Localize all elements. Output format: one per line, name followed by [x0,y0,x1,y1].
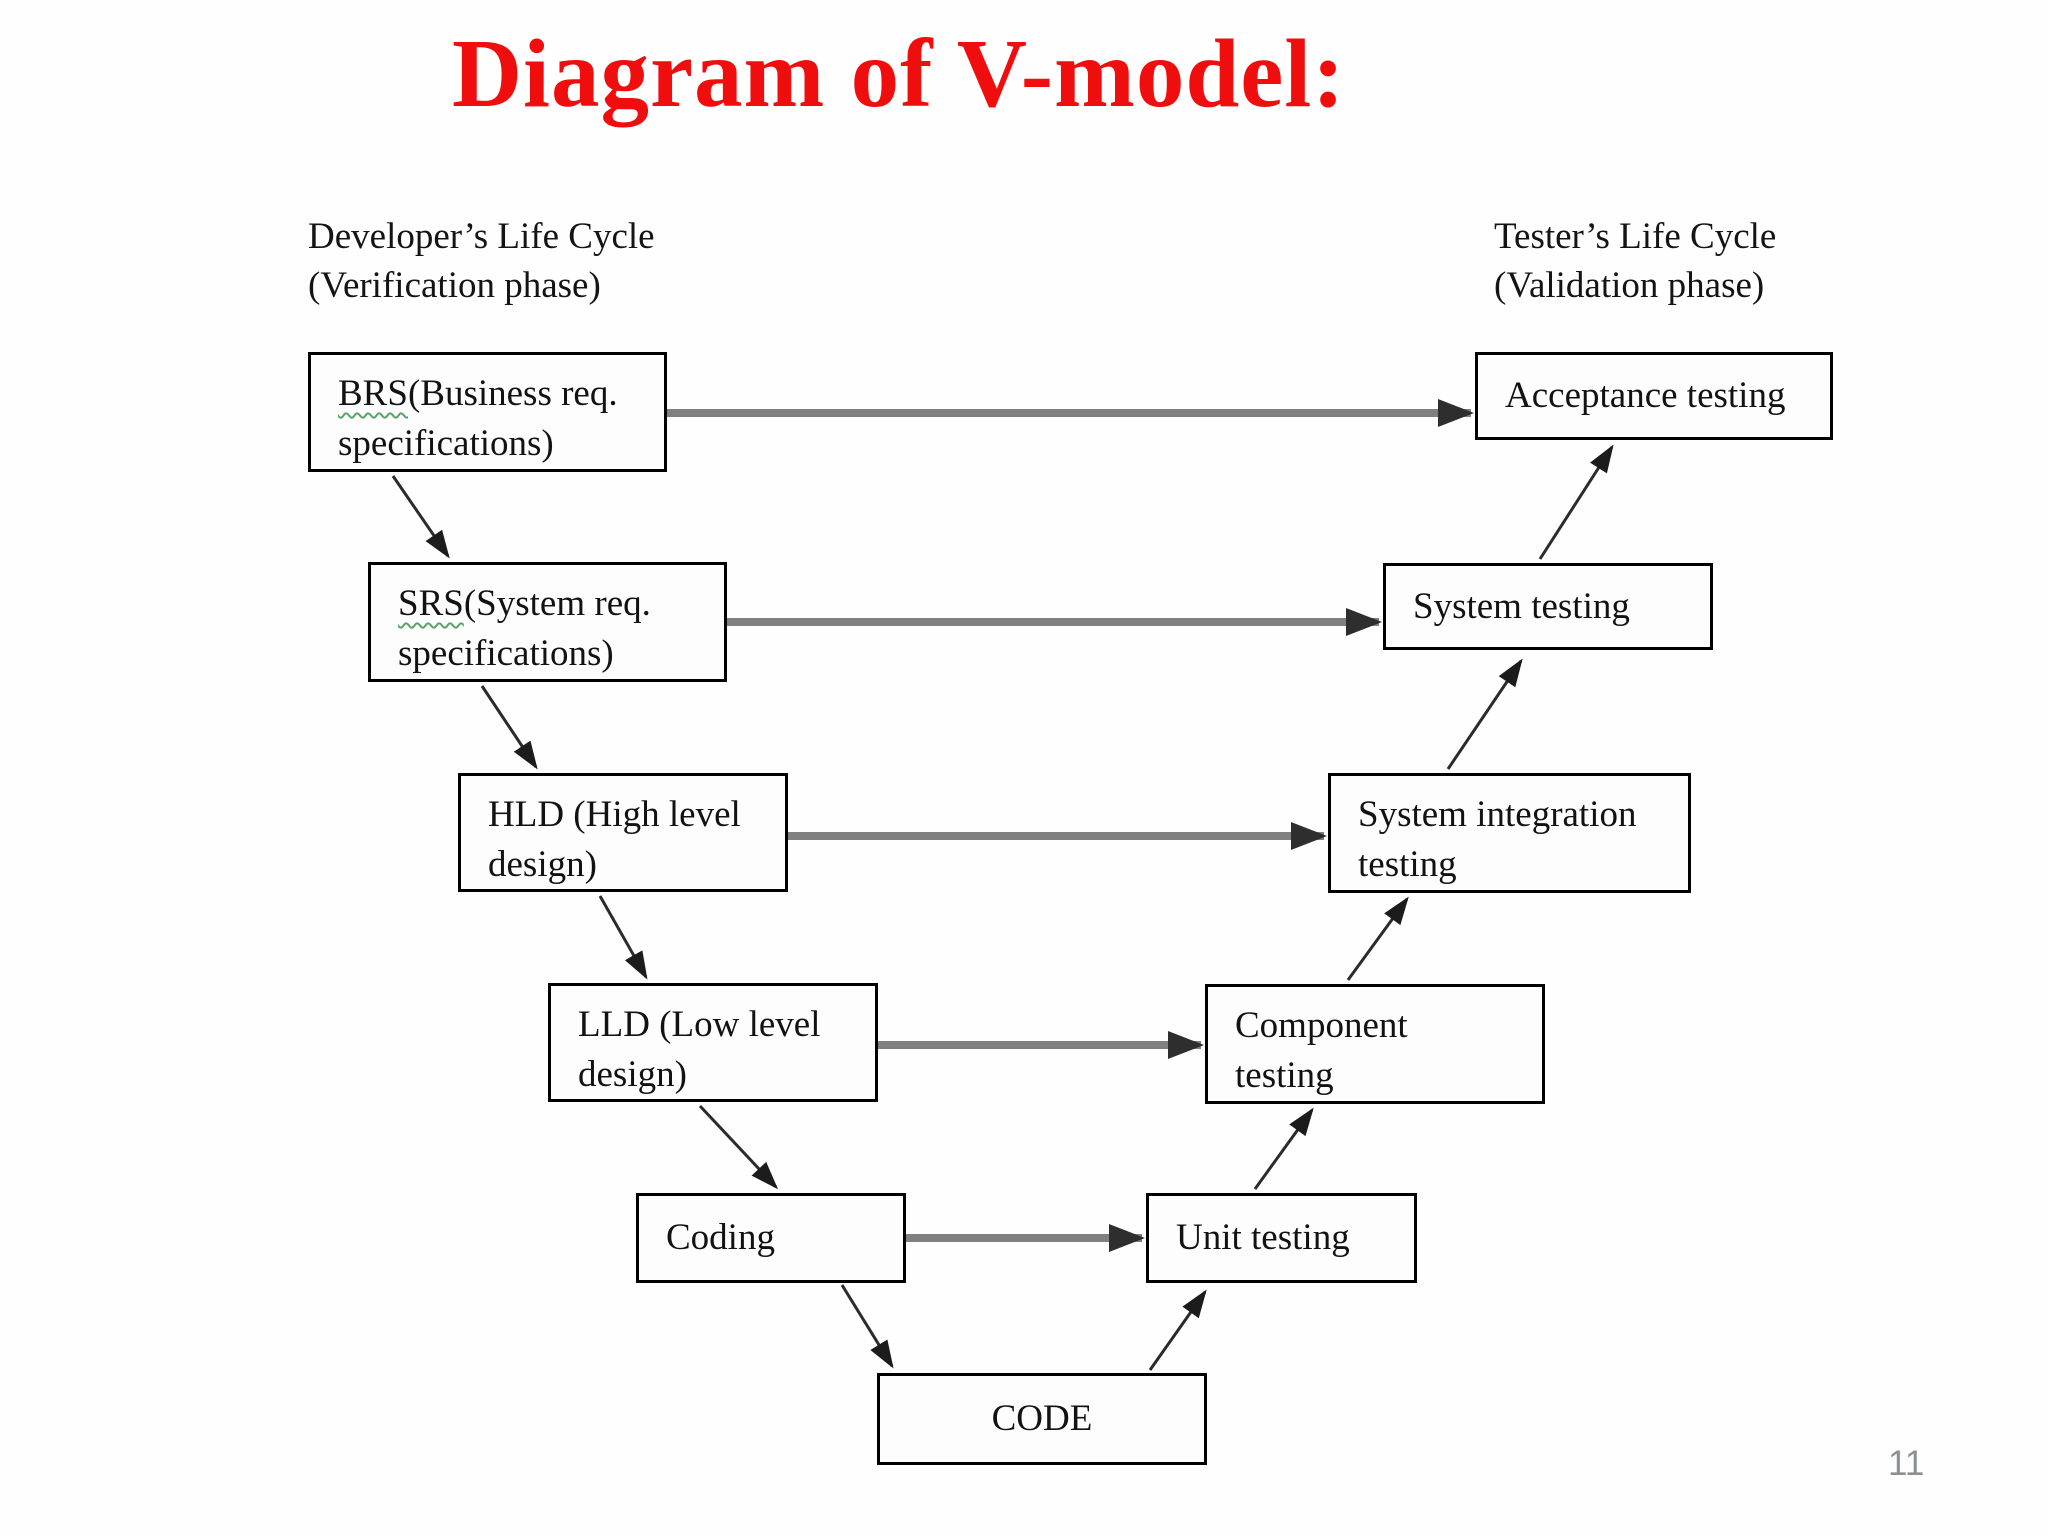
tester-lifecycle-line2: (Validation phase) [1494,265,1765,306]
lld-line1: LLD (Low level [578,1004,821,1045]
page-number: 11 [1888,1444,1925,1483]
component-testing-line2: testing [1235,1054,1334,1096]
brs-line1: BRS(Business req. [338,369,656,419]
system-integration-line2: testing [1358,843,1457,885]
srs-abbr: SRS [398,583,464,624]
lld-line2: design) [578,1053,687,1095]
arrow-unit-testing-to-component-testing [1253,1107,1314,1190]
box-code: CODE [877,1373,1207,1465]
brs-line2: specifications) [338,422,554,464]
box-component-testing: Component testing [1205,984,1545,1104]
arrow-system-integration-testing-to-system-testing [1446,658,1523,770]
box-lld: LLD (Low level design) [548,983,878,1102]
box-coding: Coding [636,1193,906,1283]
srs-line1: SRS(System req. [398,579,716,629]
brs-line1-rest: (Business req. [407,373,618,414]
coding-label: Coding [666,1217,775,1259]
hld-line2: design) [488,843,597,885]
arrow-code-to-unit-testing [1148,1289,1207,1371]
unit-testing-label: Unit testing [1176,1217,1350,1259]
tester-lifecycle-label: Tester’s Life Cycle (Validation phase) [1494,212,1776,310]
arrow-component-testing-to-system-integration-testing [1346,896,1409,981]
arrow-hld-to-lld [598,895,648,980]
box-unit-testing: Unit testing [1146,1193,1417,1283]
box-acceptance-testing: Acceptance testing [1475,352,1833,440]
arrow-coding-to-code [840,1284,894,1369]
srs-line1-rest: (System req. [463,583,651,624]
box-hld: HLD (High level design) [458,773,788,892]
box-system-testing: System testing [1383,563,1713,650]
acceptance-testing-label: Acceptance testing [1505,375,1786,417]
arrow-brs-to-srs [391,475,450,559]
tester-lifecycle-line1: Tester’s Life Cycle [1494,216,1777,257]
developer-lifecycle-label: Developer’s Life Cycle (Verification pha… [308,212,655,310]
box-system-integration-testing: System integration testing [1328,773,1691,893]
slide-title: Diagram of V-model: [452,20,1346,127]
box-srs: SRS(System req. specifications) [368,562,727,682]
arrow-srs-to-hld [480,685,538,770]
component-testing-line1: Component [1235,1005,1408,1046]
developer-lifecycle-line2: (Verification phase) [308,265,601,306]
box-brs: BRS(Business req. specifications) [308,352,667,472]
hld-line1: HLD (High level [488,794,741,835]
arrow-system-testing-to-acceptance-testing [1538,444,1614,560]
system-testing-label: System testing [1413,585,1630,627]
srs-line2: specifications) [398,632,614,674]
system-integration-line1: System integration [1358,794,1637,835]
code-label: CODE [991,1398,1093,1440]
developer-lifecycle-line1: Developer’s Life Cycle [308,216,655,257]
brs-abbr: BRS [338,373,408,414]
arrow-lld-to-coding [698,1104,779,1190]
